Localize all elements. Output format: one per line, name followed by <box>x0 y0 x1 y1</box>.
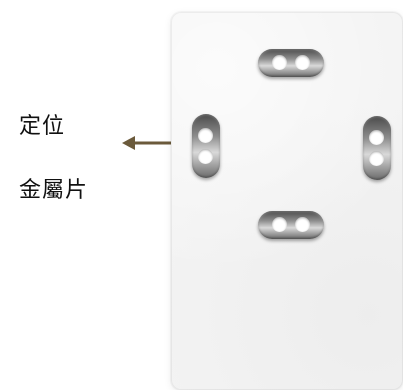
clip-hole <box>369 130 384 145</box>
label-line-1: 定位 <box>19 114 66 139</box>
clip-hole <box>198 128 213 143</box>
metal-clip-top <box>258 49 324 77</box>
metal-clip-right <box>363 116 391 180</box>
clip-hole <box>272 55 287 70</box>
clip-hole <box>198 149 213 164</box>
clip-hole <box>295 55 310 70</box>
clip-hole <box>295 217 310 232</box>
clip-hole <box>369 151 384 166</box>
label-line-2: 金屬片 <box>19 178 89 203</box>
metal-clip-left <box>192 114 220 178</box>
metal-clip-bottom <box>258 211 324 239</box>
clip-hole <box>272 217 287 232</box>
